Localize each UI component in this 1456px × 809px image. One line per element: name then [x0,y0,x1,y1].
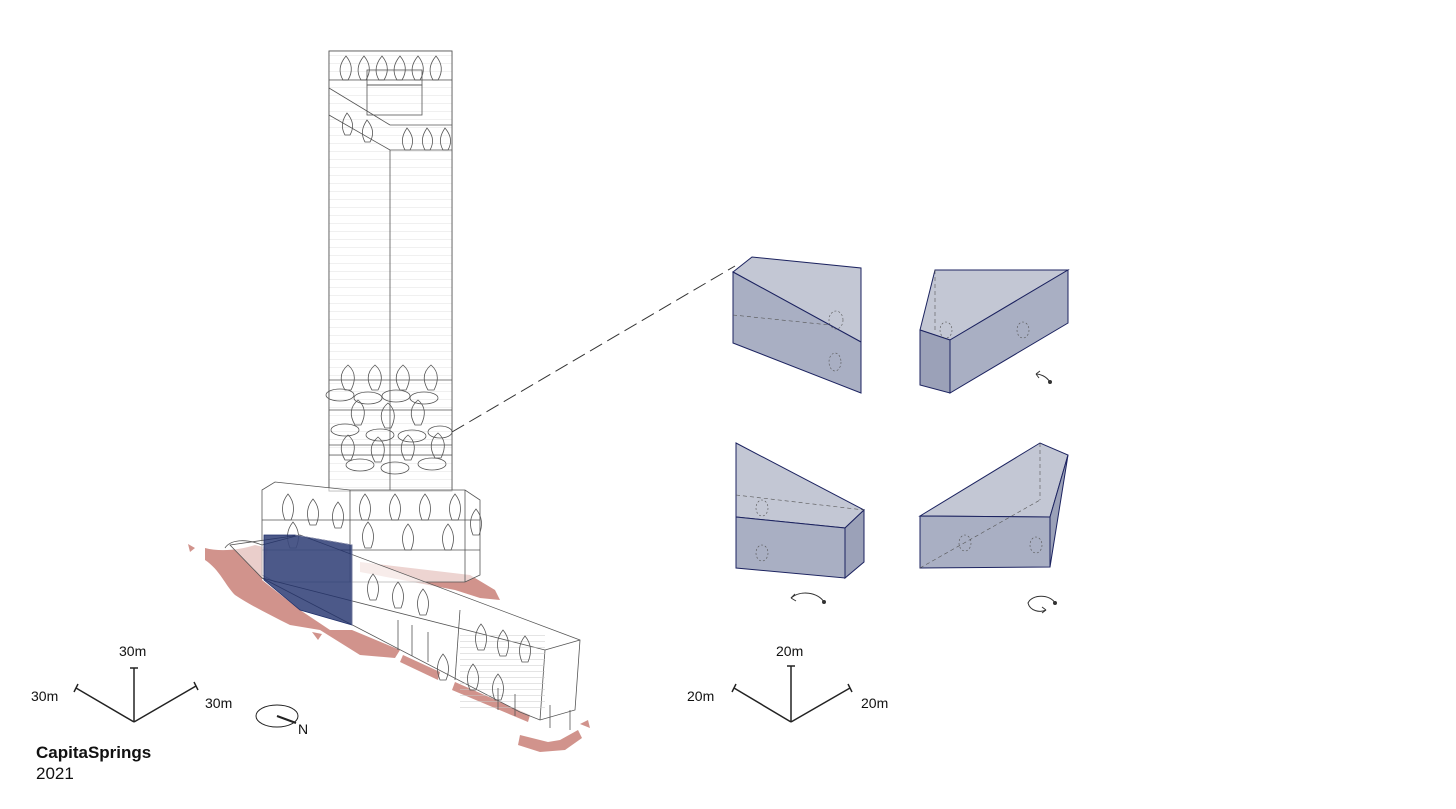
scale-right-vertical-label: 20m [776,643,804,659]
module-block-3 [735,442,865,580]
wing-leaf-pattern [367,573,531,701]
north-label: N [298,721,309,737]
scale-right-left-label: 20m [687,688,715,704]
scale-axes-right [731,665,853,723]
scale-right-right-label: 20m [861,695,889,711]
module-block-2 [919,269,1070,394]
north-arrow-icon [255,704,299,728]
crown-leaf-pattern [339,55,451,151]
rotate-ccw-icon [1035,370,1052,384]
project-title: CapitaSprings [36,743,152,762]
tower [325,50,453,492]
scale-left-right-label: 30m [205,695,233,711]
scale-left-vertical-label: 30m [119,643,147,659]
module-block-4 [918,442,1069,569]
wing-columns [397,620,571,730]
scale-axes-left [73,667,199,723]
leader-line [451,265,736,433]
podium-leaf-pattern [282,493,482,551]
project-year: 2021 [36,764,74,783]
rotate-cw-icon [1027,595,1057,614]
sky-garden-pattern [325,364,453,475]
highlighted-module [263,534,353,626]
module-block-1 [732,256,862,394]
scale-left-left-label: 30m [31,688,59,704]
rotate-ccw-icon [790,592,826,604]
